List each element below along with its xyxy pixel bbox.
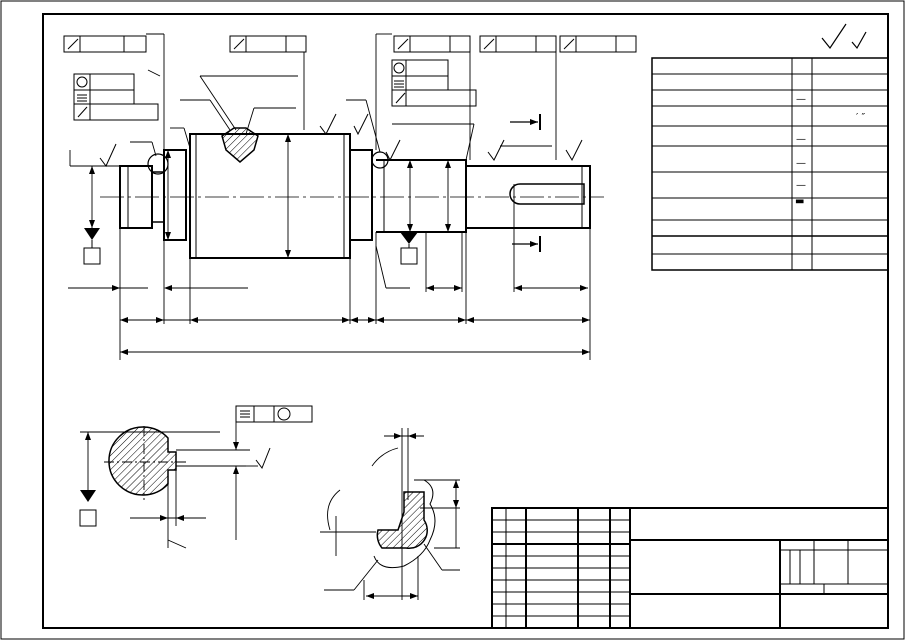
dimension-lines — [68, 134, 591, 360]
section-datum-box — [79, 509, 97, 527]
detail-dimensions — [320, 428, 460, 600]
roughness-symbols — [99, 113, 583, 470]
table-quote-marks: ′ ″ — [856, 112, 865, 123]
shaft-main-view — [119, 133, 591, 259]
detail-circles — [147, 151, 389, 175]
roundness-icon — [76, 76, 88, 88]
table-mark-3: — — [796, 158, 806, 169]
groove-detail — [373, 479, 436, 569]
section-cut-markers — [510, 114, 541, 252]
table-mark-2: — — [796, 134, 806, 145]
datum-markers — [83, 228, 418, 265]
parameters-table — [651, 57, 889, 271]
table-mark-4: — — [796, 180, 806, 191]
section-dimensions — [80, 422, 258, 549]
tolerance-frames — [63, 35, 637, 423]
general-roughness-mark — [821, 23, 867, 50]
tolerance-symbols — [67, 38, 575, 421]
title-block — [491, 507, 889, 629]
shaft-cross-section — [108, 426, 177, 496]
tooth-section — [221, 127, 259, 163]
roundness-icon-right — [393, 62, 405, 74]
table-mark-1: — — [796, 94, 806, 105]
leader-lines — [69, 33, 557, 289]
arrowheads — [89, 134, 590, 355]
table-mark-5: ▬ — [795, 196, 804, 207]
